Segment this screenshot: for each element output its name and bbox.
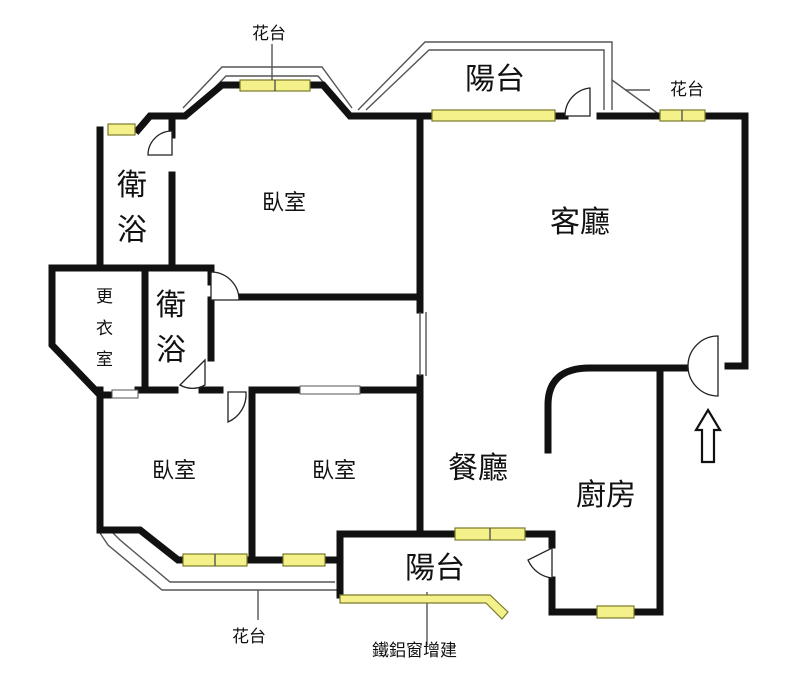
label-bath-lower-line2: 浴 bbox=[156, 333, 186, 368]
label-bath-upper-line1: 衛 bbox=[117, 168, 147, 203]
label-living-room: 客廳 bbox=[550, 205, 610, 240]
label-flowerbed-bottom: 花台 bbox=[232, 627, 266, 647]
label-flowerbed-right: 花台 bbox=[670, 80, 704, 100]
label-balcony-top: 陽台 bbox=[465, 62, 525, 97]
label-bedroom-top: 臥室 bbox=[262, 191, 306, 216]
label-kitchen: 廚房 bbox=[576, 478, 636, 513]
label-dressing-line1: 更 bbox=[96, 287, 113, 307]
walls bbox=[48, 81, 749, 616]
window-bath-upper bbox=[107, 123, 136, 136]
label-annex-note: 鐵鋁窗增建 bbox=[372, 641, 457, 661]
entrance-arrow-icon bbox=[694, 407, 722, 464]
door-entrance bbox=[687, 335, 719, 397]
door-balcony-bottom bbox=[527, 546, 553, 579]
label-bedroom-left: 臥室 bbox=[152, 459, 196, 484]
doors bbox=[111, 87, 719, 579]
label-flowerbed-top: 花台 bbox=[252, 24, 286, 44]
room-labels: 花台 陽台 花台 衛 浴 臥室 客廳 更 衣 室 衛 浴 臥室 臥室 餐廳 廚房… bbox=[96, 24, 704, 661]
label-balcony-bottom: 陽台 bbox=[405, 551, 465, 586]
label-dining-room: 餐廳 bbox=[448, 451, 508, 486]
label-bath-upper-line2: 浴 bbox=[117, 213, 147, 248]
label-dressing-line2: 衣 bbox=[96, 319, 113, 339]
label-bedroom-mid: 臥室 bbox=[312, 459, 356, 484]
label-dressing-line3: 室 bbox=[96, 350, 113, 370]
label-bath-lower-line1: 衛 bbox=[156, 288, 186, 323]
window-bedroom-mid bbox=[282, 553, 326, 567]
windows bbox=[107, 79, 706, 620]
window-annex bbox=[339, 594, 509, 620]
door-bath-lower bbox=[210, 271, 240, 301]
door-bedroom-left bbox=[227, 391, 247, 423]
window-kitchen bbox=[596, 605, 635, 619]
door-balcony bbox=[564, 87, 591, 117]
door-dressing bbox=[178, 358, 206, 389]
window-top-balcony bbox=[431, 109, 556, 122]
door-bath-upper bbox=[147, 130, 173, 156]
